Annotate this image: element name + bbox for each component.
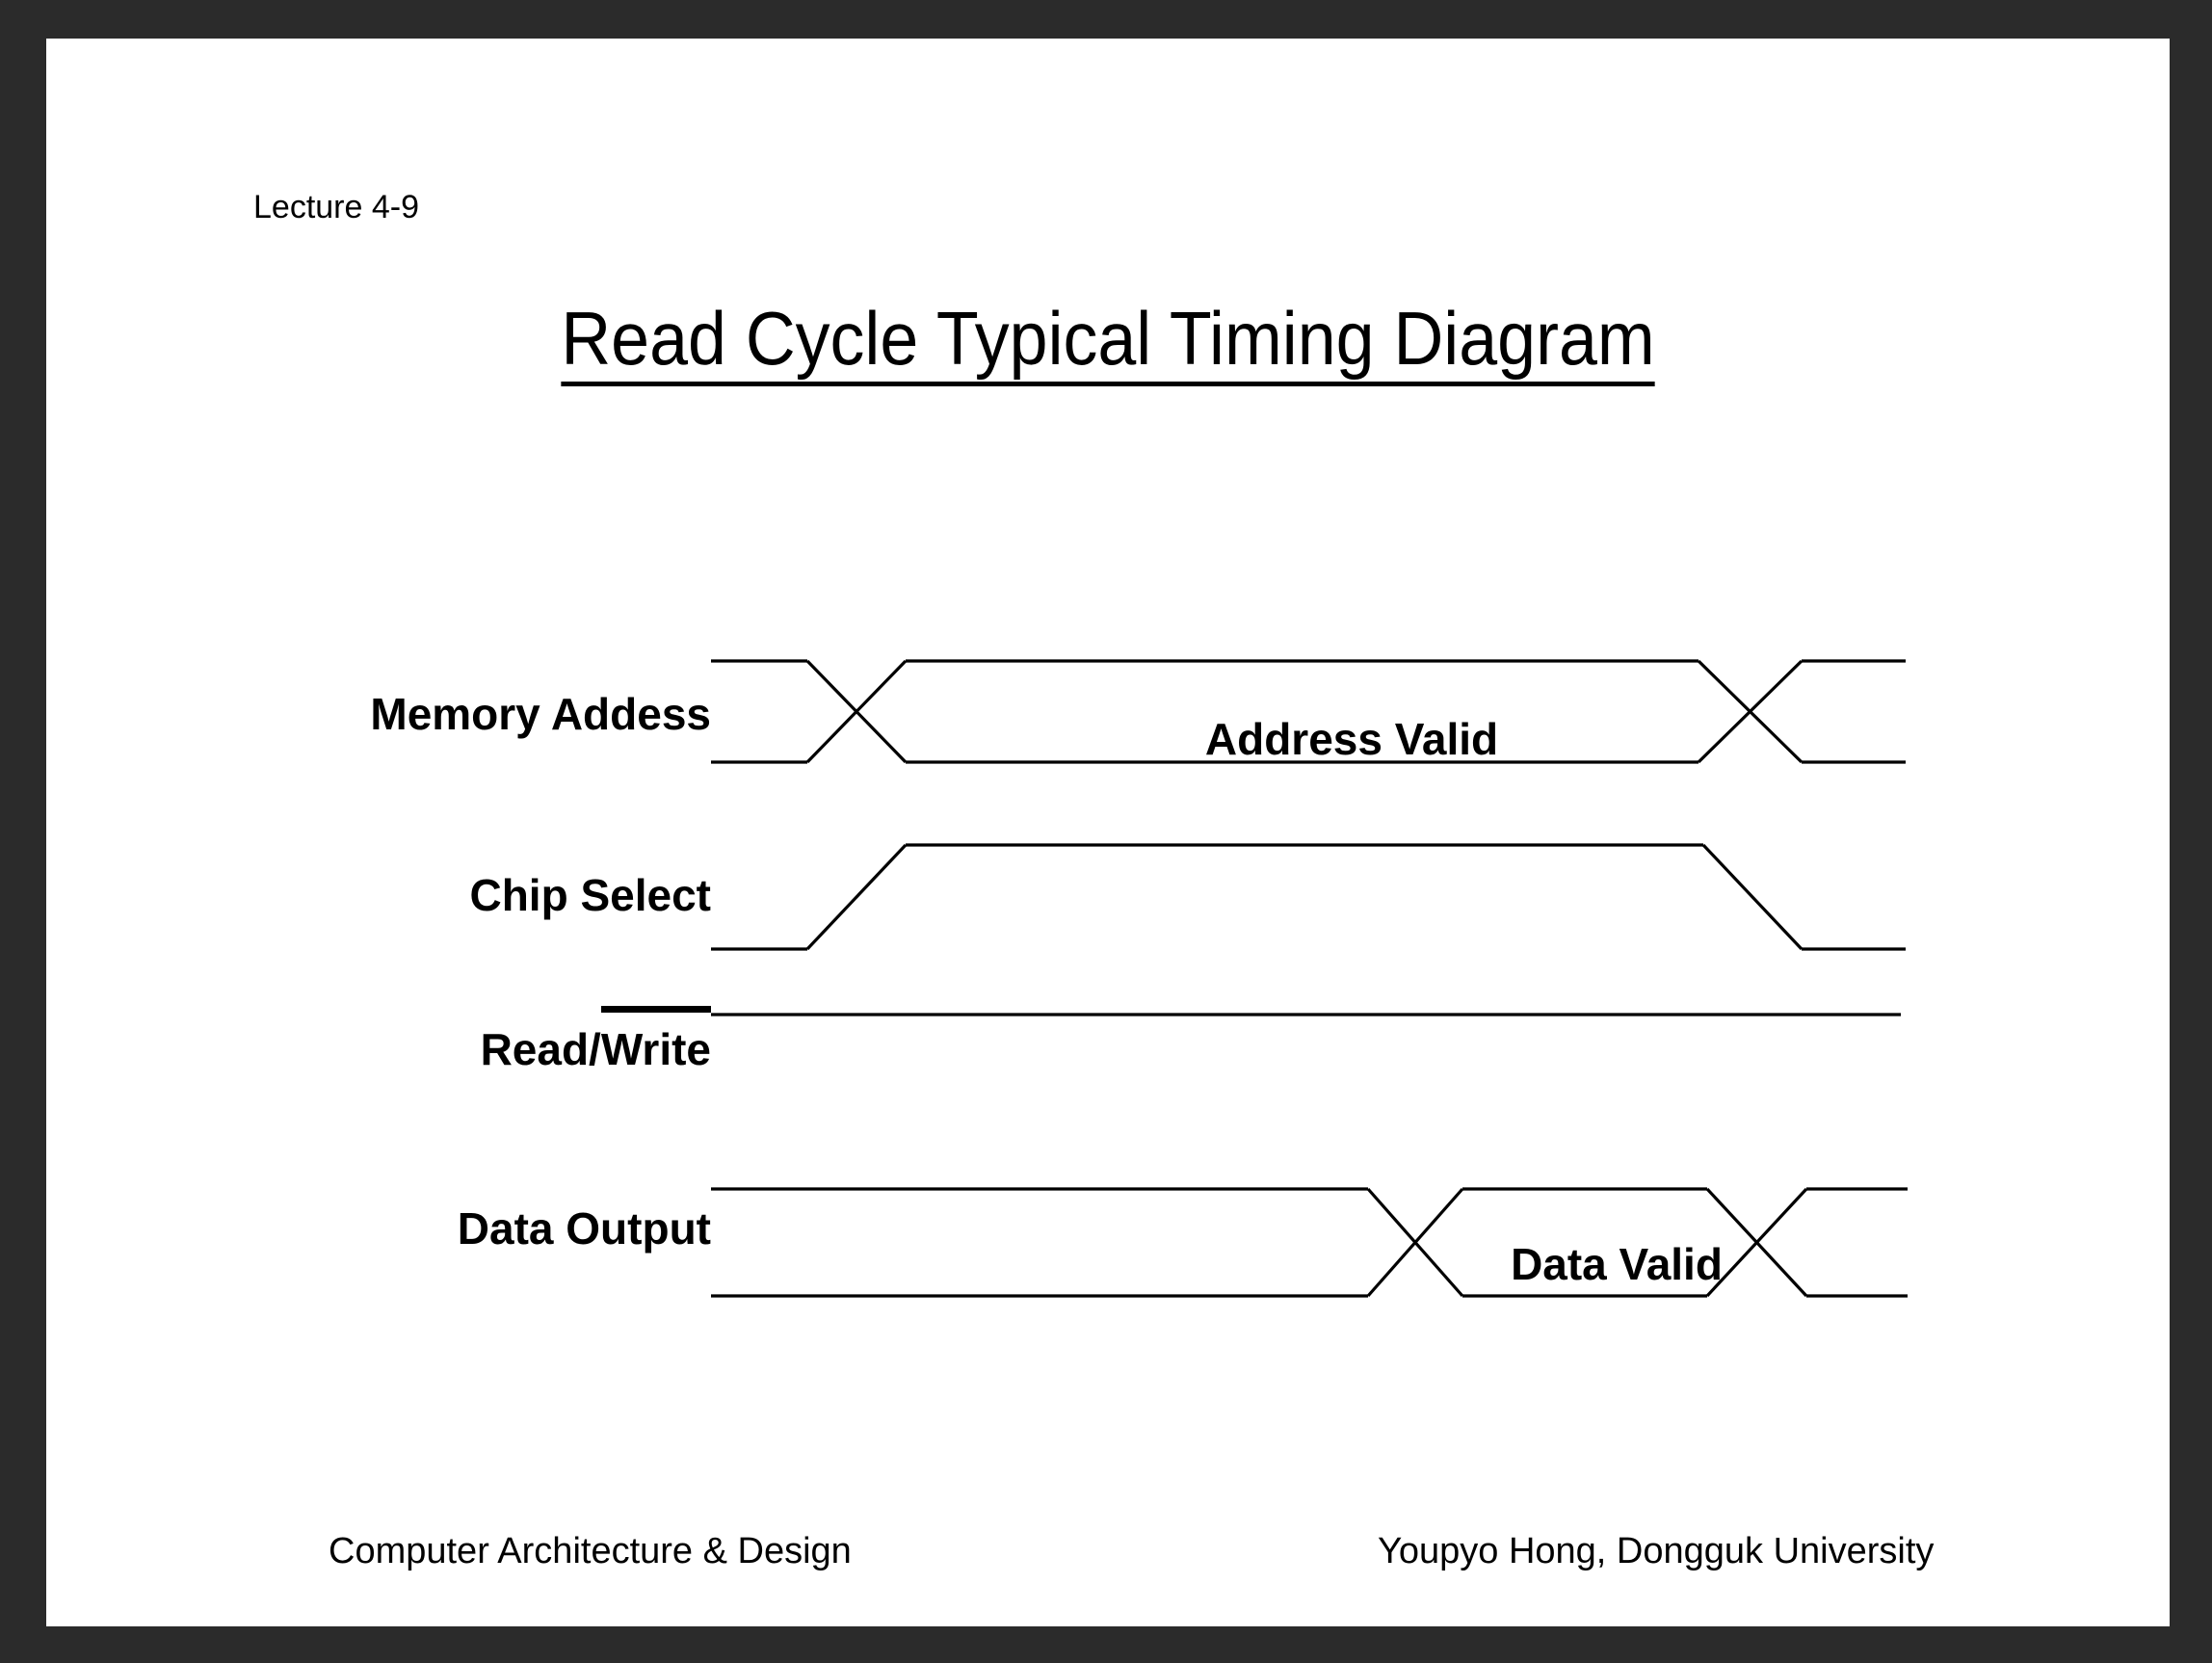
waveform-chip-select bbox=[711, 843, 1906, 951]
footer-course-name: Computer Architecture & Design bbox=[329, 1531, 852, 1571]
signal-label-read-write-suffix: Write bbox=[600, 1024, 711, 1074]
signal-label-read-write-prefix: Read/ bbox=[480, 1024, 601, 1074]
page-title: Read Cycle Typical Timing Diagram bbox=[131, 297, 2085, 386]
signal-label-data-output: Data Output bbox=[457, 1203, 711, 1254]
bus-value-address-valid: Address Valid bbox=[1204, 714, 1499, 764]
bus-value-data-valid: Data Valid bbox=[1511, 1239, 1723, 1289]
timing-diagram bbox=[46, 39, 2170, 1626]
signal-label-memory-address: Memory Addess bbox=[370, 689, 711, 739]
footer-author: Youpyo Hong, Dongguk University bbox=[1378, 1531, 1935, 1571]
page-title-text: Read Cycle Typical Timing Diagram bbox=[561, 297, 1655, 386]
slide-canvas: Lecture 4-9 Read Cycle Typical Timing Di… bbox=[46, 39, 2170, 1626]
signal-label-read-write-overbar-group: Write bbox=[600, 1006, 711, 1075]
waveform-memory-address bbox=[711, 659, 1906, 764]
waveform-data-output bbox=[711, 1187, 1908, 1298]
lecture-tag: Lecture 4-9 bbox=[253, 189, 419, 225]
overbar-icon bbox=[600, 1006, 711, 1013]
signal-label-read-write: Read/Write bbox=[220, 1006, 711, 1075]
signal-label-chip-select: Chip Select bbox=[469, 870, 711, 920]
timing-waveforms-svg bbox=[711, 659, 1908, 1298]
